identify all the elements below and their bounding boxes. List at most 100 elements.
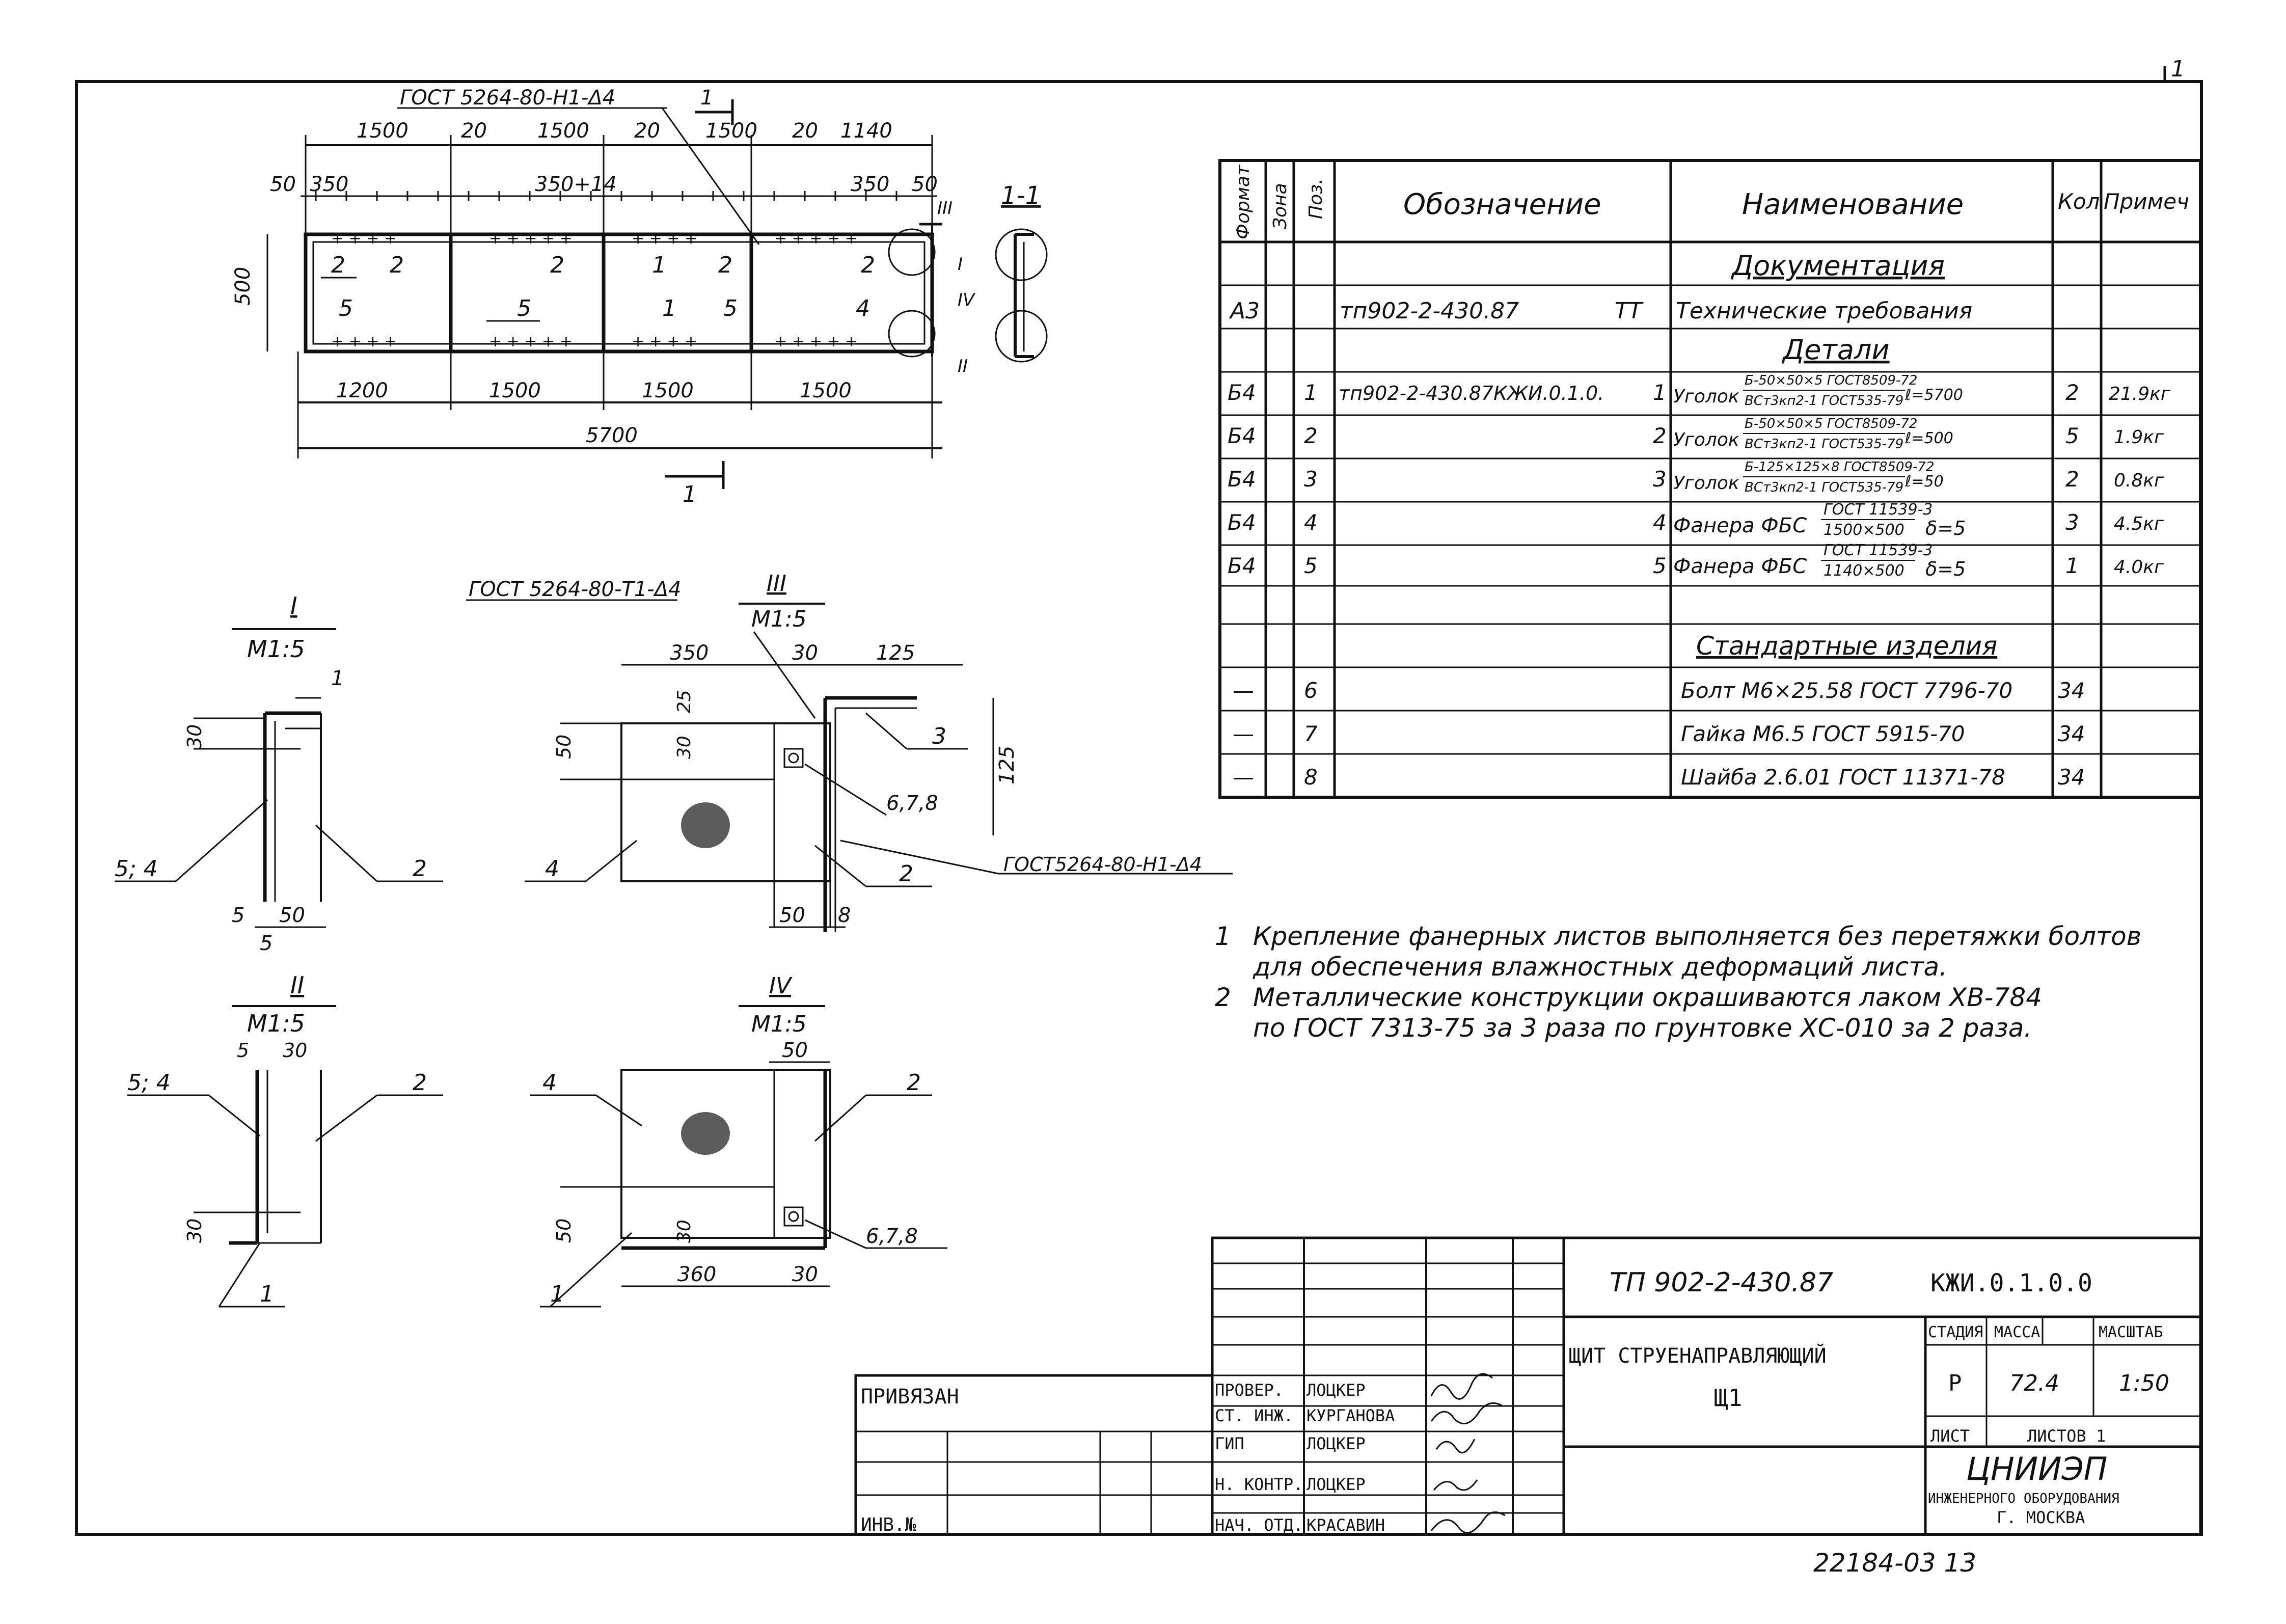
dim-top-7: 1140: [840, 119, 892, 143]
mass-label: МАССА: [1994, 1323, 2040, 1341]
role: Н. КОНТР.: [1215, 1475, 1303, 1494]
callout-III: III: [937, 198, 953, 219]
part-label: 2: [718, 252, 732, 278]
detail-IV-scale: М1:5: [751, 1011, 807, 1037]
part-label: 5: [517, 295, 531, 321]
scale-value: 1:50: [2119, 1370, 2169, 1396]
org-name: ЦНИИЭП: [1966, 1450, 2107, 1487]
part-label: 5: [723, 295, 738, 321]
std-pos: 6: [1304, 678, 1318, 703]
part-label: 1: [652, 252, 666, 278]
table-row: Б4 3 3 Уголок Б-125×125×8 ГОСТ8509-72 ВС…: [1228, 459, 2164, 495]
detail-III-label: 2: [899, 861, 913, 887]
part-spec-top: Б-50×50×5 ГОСТ8509-72: [1745, 416, 1917, 431]
std-format: —: [1233, 678, 1254, 703]
detail-I-label: 5; 4: [115, 856, 158, 882]
doc-name: Технические требования: [1676, 298, 1972, 324]
role: СТ. ИНЖ.: [1215, 1406, 1293, 1425]
part-name: Уголок: [1673, 429, 1739, 450]
signer-name: ЛОЦКЕР: [1307, 1434, 1366, 1453]
signer-name: КУРГАНОВА: [1307, 1406, 1395, 1425]
detail-I-label: 5: [232, 904, 244, 927]
detail-I-label: 30: [183, 724, 206, 749]
detail-IV-dim: 360: [677, 1263, 716, 1286]
std-format: —: [1233, 765, 1254, 790]
note-number: 2: [1215, 983, 1231, 1012]
dim-top-6: 20: [792, 119, 818, 143]
stage-value: Р: [1948, 1370, 1962, 1396]
bound-label: ПРИВЯЗАН: [861, 1385, 959, 1409]
part-spec-bottom: ВСт3кп2-1 ГОСТ535-79: [1745, 480, 1903, 495]
std-name: Болт М6×25.58 ГОСТ 7796-70: [1681, 678, 2012, 703]
note-number: 1: [1215, 922, 1231, 951]
note-line: Металлические конструкции окрашиваются л…: [1253, 983, 2042, 1012]
section-mark-top: 1: [700, 86, 713, 110]
part-format: Б4: [1228, 510, 1256, 535]
inventory-label: ИНВ.№: [861, 1514, 916, 1535]
signer-name: КРАСАВИН: [1307, 1515, 1385, 1535]
doc-format: А3: [1229, 298, 1260, 324]
role: ГИП: [1215, 1434, 1244, 1453]
part-note: 0.8кг: [2114, 470, 2164, 491]
std-qty: 34: [2058, 721, 2085, 746]
svg-text:+ + + + +: + + + + +: [489, 333, 573, 350]
std-name: Гайка М6.5 ГОСТ 5915-70: [1681, 721, 1965, 746]
detail-III-dim: 30: [792, 641, 818, 665]
col-header-designation: Обозначение: [1403, 188, 1601, 221]
part-num: 2: [1653, 423, 1667, 448]
part-qty: 1: [2065, 553, 2079, 578]
detail-I-label: 2: [413, 856, 427, 882]
part-pos: 1: [1304, 380, 1318, 405]
callout-IV: IV: [958, 290, 976, 310]
std-qty: 34: [2058, 765, 2085, 790]
detail-III-scale: М1:5: [751, 606, 807, 632]
dim-top-4: 20: [634, 119, 660, 143]
part-label: 2: [390, 252, 404, 278]
sheet-label: ЛИСТ: [1930, 1426, 1970, 1446]
part-label: 4: [856, 295, 870, 321]
detail-IV-title: IV: [769, 973, 793, 999]
part-format: Б4: [1228, 423, 1256, 448]
dim-2-1: 50: [270, 173, 296, 196]
part-format: Б4: [1228, 380, 1256, 405]
col-header-qty: Кол: [2058, 189, 2100, 214]
footer-number: 22184-03 13: [1813, 1548, 1976, 1578]
detail-I-label: 5: [260, 932, 273, 955]
detail-II-label: 30: [183, 1219, 206, 1243]
part-pos: 4: [1304, 510, 1318, 535]
role: ПРОВЕР.: [1215, 1381, 1284, 1400]
detail-IV-label: 2: [907, 1070, 921, 1096]
part-note: 4.0кг: [2114, 557, 2164, 578]
dim-height: 500: [231, 267, 255, 306]
svg-text:+ + + + +: + + + + +: [774, 333, 858, 350]
dim-bottom-4: 1500: [800, 379, 852, 402]
detail-IV-label: 4: [542, 1070, 557, 1096]
part-qty: 2: [2065, 380, 2079, 405]
part-length: ℓ=5700: [1904, 386, 1963, 404]
callout-II: II: [958, 356, 968, 376]
dim-bottom-2: 1500: [489, 379, 541, 402]
std-format: —: [1233, 721, 1254, 746]
note-line: по ГОСТ 7313-75 за 3 раза по грунтовке Х…: [1253, 1013, 2032, 1043]
org-sub: ИНЖЕНЕРНОГО ОБОРУДОВАНИЯ: [1928, 1491, 2119, 1506]
part-note: 21.9кг: [2109, 384, 2171, 404]
stamp-mark: Щ1: [1714, 1384, 1742, 1412]
detail-III-dim: 8: [838, 904, 851, 927]
part-length: ℓ=50: [1904, 473, 1944, 491]
part-name: Фанера ФБС: [1673, 555, 1807, 578]
detail-III-dim: 30: [674, 736, 695, 759]
detail-II-label: 5: [237, 1039, 249, 1062]
std-pos: 8: [1304, 765, 1318, 790]
dim-bottom-3: 1500: [642, 379, 694, 402]
svg-text:+ + + +: + + + +: [632, 230, 697, 248]
table-row: — 6 Болт М6×25.58 ГОСТ 7796-70 34: [1233, 678, 2085, 703]
detail-III: ГОСТ 5264-80-Т1-Δ4 III М1:5 350 30 125 5…: [466, 571, 1233, 932]
section-mark-bottom: 1: [683, 481, 697, 507]
detail-I-scale: М1:5: [247, 635, 305, 663]
table-row: Б4 2 2 Уголок Б-50×50×5 ГОСТ8509-72 ВСт3…: [1228, 416, 2164, 452]
notes: 1 Крепление фанерных листов выполняется …: [1215, 922, 2141, 1043]
dim-top-3: 1500: [537, 119, 589, 143]
detail-III-label: 3: [932, 723, 946, 749]
detail-I-label: 1: [331, 667, 344, 690]
